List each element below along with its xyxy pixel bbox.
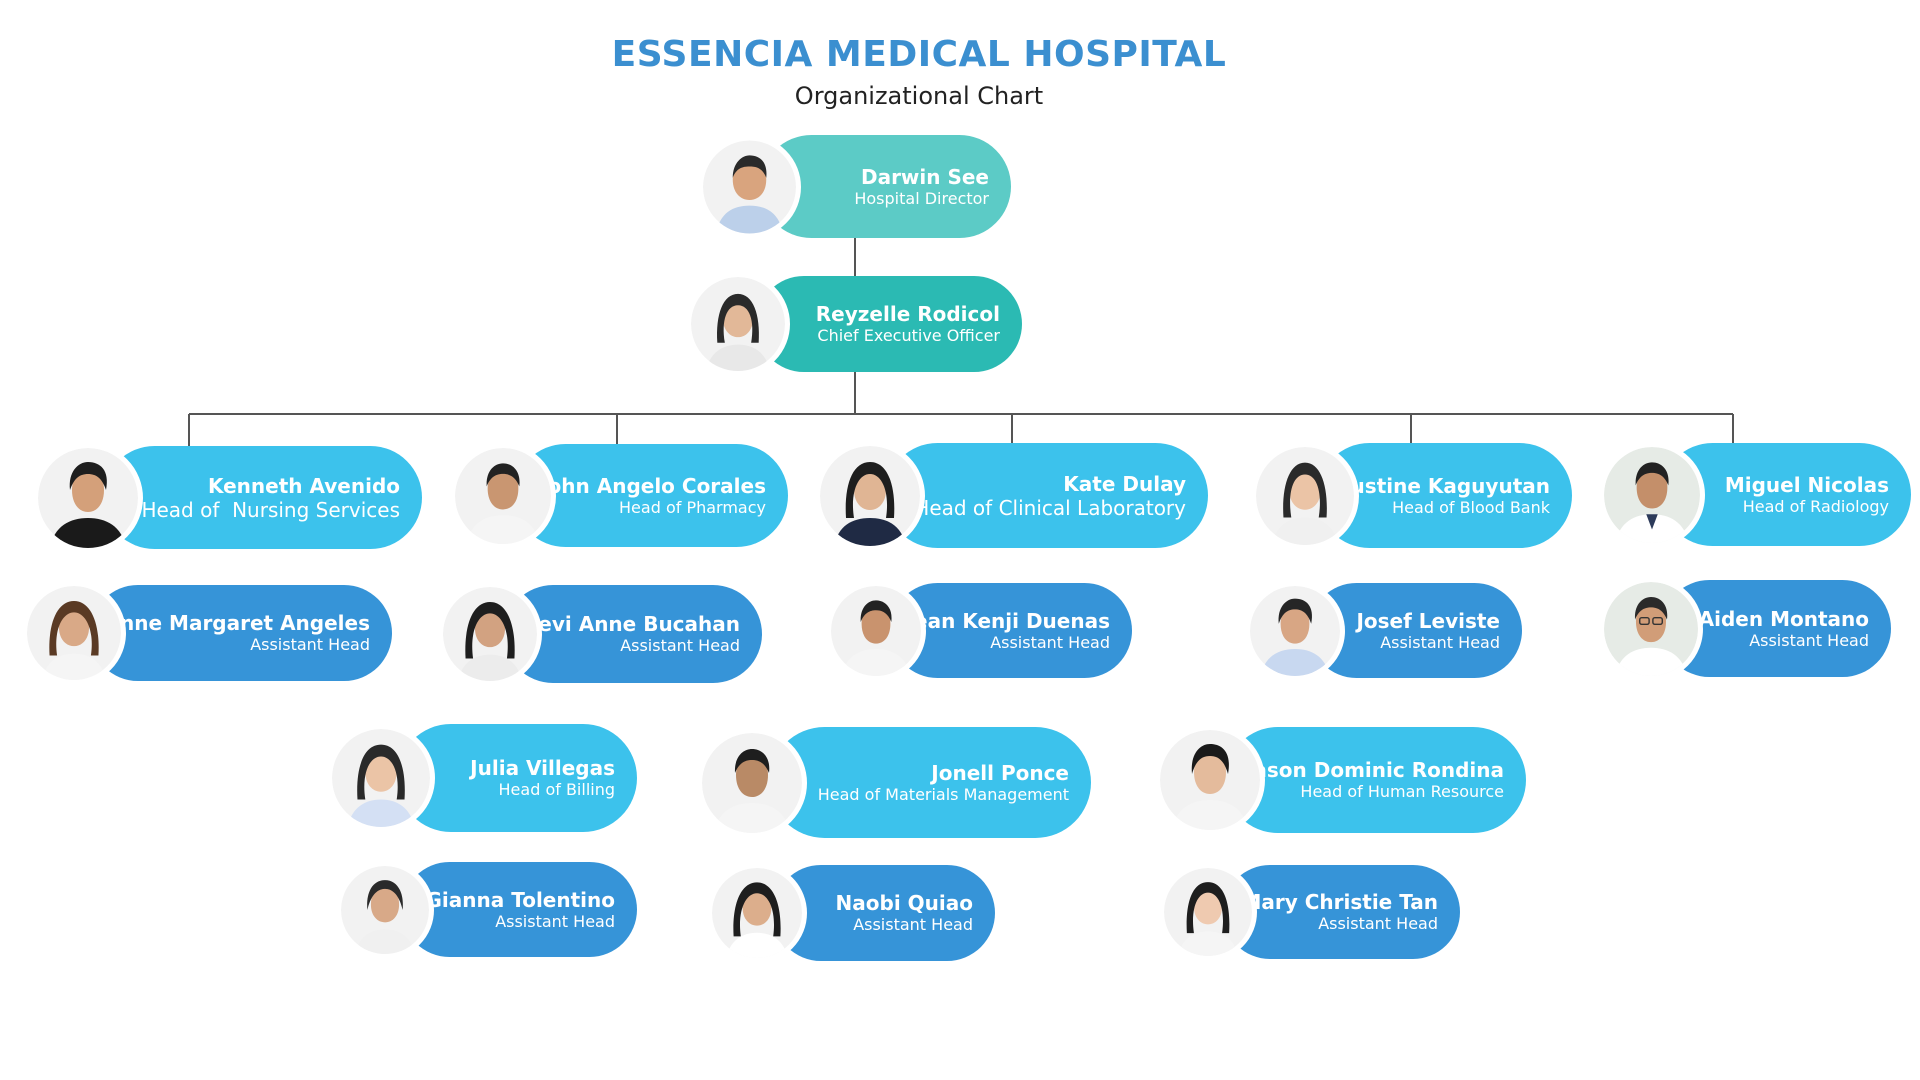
person-role: Head of Clinical Laboratory <box>914 495 1186 520</box>
avatar <box>33 442 143 553</box>
node-head-nursing-services: Kenneth Avenido Head of Nursing Services <box>33 442 422 553</box>
node-head-billing: Julia Villegas Head of Billing <box>327 724 637 832</box>
person-name: Levi Anne Bucahan <box>525 612 740 636</box>
person-name: Gianna Tolentino <box>425 887 615 912</box>
person-role: Assistant Head <box>1380 632 1500 652</box>
avatar <box>327 724 435 832</box>
avatar <box>438 582 542 686</box>
chart-title: ESSENCIA MEDICAL HOSPITAL <box>611 34 1227 75</box>
avatar <box>815 440 925 551</box>
chart-subtitle: Organizational Chart <box>794 82 1044 110</box>
node-assistant-clinical-laboratory: Sean Kenji Duenas Assistant Head <box>826 580 1132 681</box>
avatar <box>1599 441 1705 548</box>
person-role: Hospital Director <box>854 188 989 208</box>
node-assistant-human-resource: Mary Christie Tan Assistant Head <box>1159 863 1460 961</box>
person-role: Chief Executive Officer <box>817 326 1000 345</box>
person-role: Head of Nursing Services <box>141 497 400 522</box>
person-name: Reyzelle Rodicol <box>815 302 1000 326</box>
node-pill: Jonell Ponce Head of Materials Managemen… <box>769 727 1091 838</box>
node-pill: Jason Dominic Rondina Head of Human Reso… <box>1225 727 1526 833</box>
avatar <box>336 860 434 959</box>
node-pill: Darwin See Hospital Director <box>760 135 1011 238</box>
node-chief-executive-officer: Reyzelle Rodicol Chief Executive Officer <box>686 272 1022 376</box>
person-role: Assistant Head <box>990 632 1110 652</box>
node-assistant-billing: Gianna Tolentino Assistant Head <box>336 860 637 959</box>
avatar <box>1245 580 1345 681</box>
person-name: Kate Dulay <box>1063 471 1186 496</box>
person-role: Assistant Head <box>853 915 973 934</box>
person-name: Sean Kenji Duenas <box>899 608 1110 633</box>
node-pill: Julia Villegas Head of Billing <box>397 724 637 832</box>
person-name: Josef Leviste <box>1356 608 1500 633</box>
avatar <box>1251 441 1359 550</box>
node-assistant-blood-bank: Josef Leviste Assistant Head <box>1245 580 1522 681</box>
person-name: Darwin See <box>860 164 989 189</box>
node-pill: Justine Kaguyutan Head of Blood Bank <box>1317 443 1572 548</box>
node-pill: Anne Margaret Angeles Assistant Head <box>90 585 392 681</box>
person-role: Head of Materials Management <box>817 784 1069 804</box>
person-name: Aiden Montano <box>1698 606 1869 631</box>
node-head-clinical-laboratory: Kate Dulay Head of Clinical Laboratory <box>815 440 1208 551</box>
node-pill: Naobi Quiao Assistant Head <box>773 865 995 961</box>
person-role: Head of Blood Bank <box>1392 497 1550 517</box>
person-role: Assistant Head <box>1318 914 1438 933</box>
avatar <box>707 863 807 963</box>
person-name: John Angelo Corales <box>540 473 766 498</box>
node-assistant-nursing-services: Anne Margaret Angeles Assistant Head <box>22 581 392 685</box>
node-hospital-director: Darwin See Hospital Director <box>698 135 1011 238</box>
avatar <box>1159 863 1257 961</box>
person-name: Miguel Nicolas <box>1724 472 1889 497</box>
node-head-pharmacy: John Angelo Corales Head of Pharmacy <box>450 442 788 549</box>
person-name: Anne Margaret Angeles <box>104 611 370 635</box>
node-pill: Sean Kenji Duenas Assistant Head <box>890 583 1132 678</box>
person-role: Head of Radiology <box>1742 496 1889 516</box>
node-head-radiology: Miguel Nicolas Head of Radiology <box>1599 441 1911 548</box>
node-pill: Reyzelle Rodicol Chief Executive Officer <box>756 276 1022 372</box>
node-pill: Kenneth Avenido Head of Nursing Services <box>103 446 422 549</box>
node-pill: Levi Anne Bucahan Assistant Head <box>504 585 762 683</box>
person-name: Naobi Quiao <box>835 891 973 915</box>
person-name: Julia Villegas <box>470 756 615 780</box>
person-role: Assistant Head <box>495 911 615 931</box>
avatar <box>698 135 801 238</box>
node-pill: Gianna Tolentino Assistant Head <box>402 862 637 957</box>
node-assistant-materials-management: Naobi Quiao Assistant Head <box>707 863 995 963</box>
person-role: Assistant Head <box>620 636 740 655</box>
person-role: Head of Human Resource <box>1300 782 1504 801</box>
avatar <box>1155 725 1265 835</box>
node-pill: Mary Christie Tan Assistant Head <box>1223 865 1460 959</box>
node-head-human-resource: Jason Dominic Rondina Head of Human Reso… <box>1155 725 1526 835</box>
node-head-blood-bank: Justine Kaguyutan Head of Blood Bank <box>1251 441 1572 550</box>
person-role: Head of Billing <box>498 780 615 799</box>
person-name: Jonell Ponce <box>931 760 1069 785</box>
avatar <box>686 272 790 376</box>
node-head-materials-management: Jonell Ponce Head of Materials Managemen… <box>697 727 1091 838</box>
node-assistant-radiology: Aiden Montano Assistant Head <box>1599 576 1891 681</box>
person-name: Kenneth Avenido <box>207 473 400 498</box>
person-name: Justine Kaguyutan <box>1343 473 1550 498</box>
person-role: Assistant Head <box>1749 630 1869 650</box>
node-assistant-pharmacy: Levi Anne Bucahan Assistant Head <box>438 582 762 686</box>
person-name: Mary Christie Tan <box>1241 890 1438 914</box>
avatar <box>1599 576 1703 681</box>
person-role: Assistant Head <box>250 635 370 654</box>
node-pill: John Angelo Corales Head of Pharmacy <box>514 444 788 547</box>
node-pill: Kate Dulay Head of Clinical Laboratory <box>885 443 1208 548</box>
avatar <box>697 727 807 838</box>
person-name: Jason Dominic Rondina <box>1245 758 1504 782</box>
person-role: Head of Pharmacy <box>619 497 766 517</box>
avatar <box>826 580 926 681</box>
avatar <box>450 442 556 549</box>
avatar <box>22 581 126 685</box>
